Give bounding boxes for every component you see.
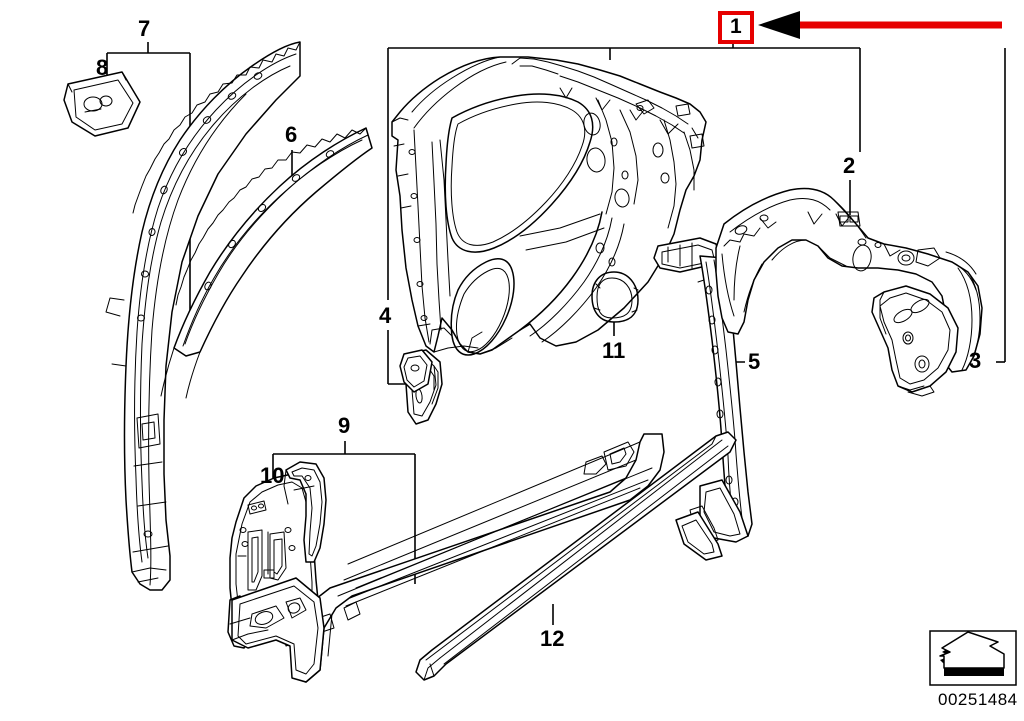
- callout-11[interactable]: 11: [602, 338, 626, 363]
- diagram-id-number: 00251484: [938, 690, 1018, 709]
- callout-3[interactable]: 3: [969, 348, 982, 373]
- callout-6[interactable]: 6: [285, 122, 298, 147]
- part-12-rocker-reinforcement-bar: [415, 431, 737, 681]
- part-7-roof-side-rail: [105, 41, 301, 591]
- callout-7[interactable]: 7: [138, 16, 151, 41]
- part-1-body-side-panel-main: [391, 56, 707, 356]
- callout-12[interactable]: 12: [540, 626, 565, 651]
- callout-2[interactable]: 2: [843, 153, 856, 178]
- part-3-reinforcement-plate: [871, 285, 959, 397]
- callout-10[interactable]: 10: [260, 463, 285, 488]
- manufacturer-logo: [929, 630, 1017, 686]
- part-9-small-clip: [399, 349, 433, 393]
- part-9-rocker-panel-assembly: [229, 433, 665, 683]
- part-8-cover-plate: [63, 71, 141, 137]
- part-6-roof-rail-rear: [173, 127, 373, 357]
- highlight-arrow: [758, 11, 1002, 39]
- callout-1-highlighted[interactable]: 1: [718, 11, 754, 44]
- part-6-lower-continuation: [160, 347, 201, 399]
- part-5-b-pillar-reinforcement: [653, 237, 753, 561]
- part-2-rear-wheelarch-inner: [715, 187, 983, 373]
- callout-8[interactable]: 8: [96, 55, 109, 80]
- callout-4[interactable]: 4: [379, 303, 392, 328]
- part-11-filler-ring: [591, 271, 639, 323]
- callout-5[interactable]: 5: [748, 349, 761, 374]
- callout-9[interactable]: 9: [338, 413, 351, 438]
